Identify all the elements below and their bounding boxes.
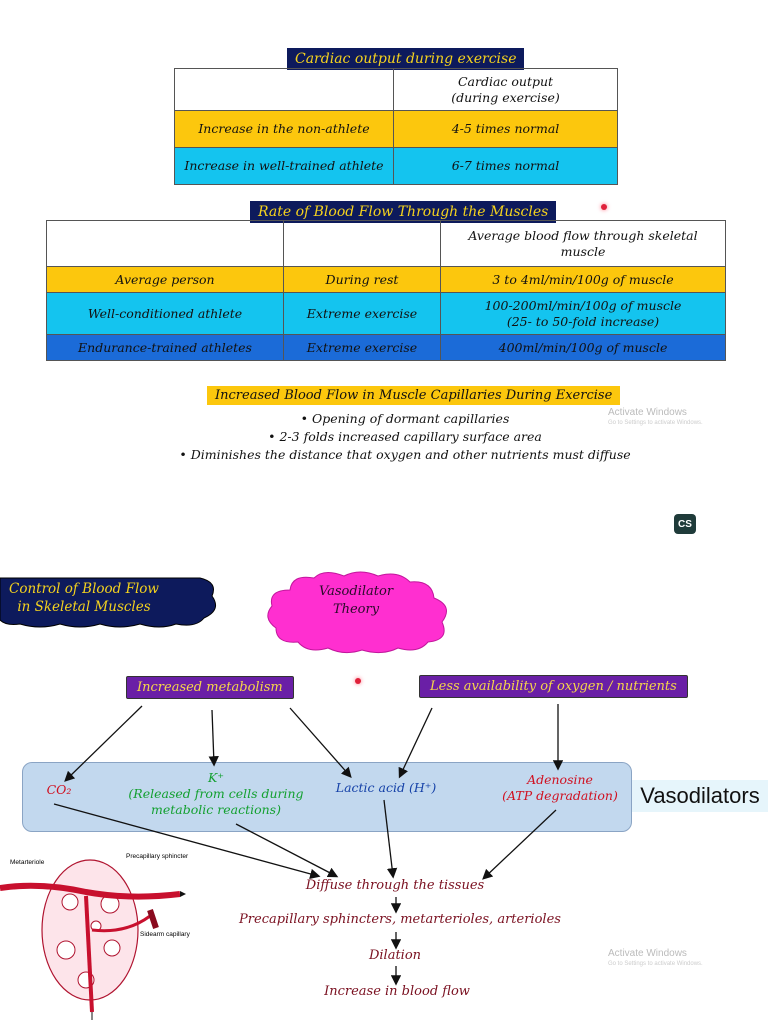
table-row: Endurance-trained athletes Extreme exerc… (46, 334, 726, 361)
sphincter-ring (147, 909, 159, 929)
sidearm-capillary-vessel (91, 914, 151, 933)
pink-cloud-shape (267, 571, 447, 654)
table2-who: Well-conditioned athlete (46, 292, 284, 335)
list-item: • 2-3 folds increased capillary surface … (268, 429, 542, 444)
less-oxygen-box: Less availability of oxygen / nutrients (419, 675, 688, 698)
table1-header-line2: (during exercise) (451, 89, 560, 105)
table2-header: Average blood flow through skeletal musc… (440, 220, 726, 267)
bullet-text: Diminishes the distance that oxygen and … (190, 447, 631, 462)
table1-row-value: 4-5 times normal (393, 110, 618, 148)
arrow-lactic-diffuse (383, 799, 398, 879)
sidearm-label: Sidearm capillary (140, 931, 191, 938)
table2-value-line1: 100-200ml/min/100g of muscle (484, 297, 682, 313)
blood-flow-table: Average blood flow through skeletal musc… (46, 220, 726, 361)
arrow-metabolism-k (208, 709, 219, 767)
capillary-vessel (84, 895, 94, 1013)
vasodilators-band (22, 762, 632, 832)
capillary-bed-illustration: Metarteriole Precapillary sphincter Side… (0, 853, 191, 1020)
table-row: Increase in the non-athlete 4-5 times no… (174, 110, 618, 148)
capillaries-bullet-list: • Opening of dormant capillaries • 2-3 f… (140, 410, 670, 464)
table2-when: Extreme exercise (283, 292, 441, 335)
k-line3: metabolic reactions) (151, 802, 281, 817)
table2-who: Average person (46, 266, 284, 293)
arrow-oxygen-lactic (398, 707, 433, 779)
cloud-pink-line1: Vasodilator (318, 584, 394, 599)
adenosine-line2: (ATP degradation) (502, 788, 618, 803)
table-row: Well-conditioned athlete Extreme exercis… (46, 292, 726, 335)
bullet-text: 2-3 folds increased capillary surface ar… (279, 429, 542, 444)
table1-header-line1: Cardiac output (457, 73, 554, 89)
control-blood-flow-title: Control of Blood Flow in Skeletal Muscle… (4, 580, 164, 616)
watermark-line2: Go to Settings to activate Windows. (608, 961, 703, 967)
watermark-line2: Go to Settings to activate Windows. (608, 420, 703, 426)
table-row: Average person During rest 3 to 4ml/min/… (46, 266, 726, 293)
k-line1: K⁺ (208, 770, 224, 785)
cloud-dark-line1: Control of Blood Flow (9, 581, 159, 597)
list-item: • Diminishes the distance that oxygen an… (179, 447, 631, 462)
watermark-line1: Activate Windows (608, 407, 687, 418)
adenosine-label: Adenosine (ATP degradation) (496, 772, 624, 804)
increase-blood-flow-step: Increase in blood flow (324, 984, 470, 999)
camscanner-badge: CS (674, 514, 696, 534)
k-line2: (Released from cells during (128, 786, 304, 801)
cardiac-output-table: Cardiac output (during exercise) Increas… (174, 68, 618, 185)
table1-row-label: Increase in the non-athlete (174, 110, 394, 148)
table1-title: Cardiac output during exercise (287, 48, 525, 70)
table1-header: Cardiac output (during exercise) (393, 68, 618, 111)
arrow-co2-diffuse (53, 803, 321, 879)
metarteriole-label: Metarteriole (10, 859, 45, 866)
increased-metabolism-box: Increased metabolism (126, 676, 294, 699)
activate-windows-watermark-2: Activate Windows Go to Settings to activ… (608, 948, 703, 970)
dark-cloud-shape (0, 577, 217, 628)
sphincter-label: Precapillary sphincter (126, 853, 189, 860)
pointer-dot (355, 678, 361, 684)
pointer-dot (601, 204, 607, 210)
table-row: Increase in well-trained athlete 6-7 tim… (174, 147, 618, 185)
table2-value: 3 to 4ml/min/100g of muscle (440, 266, 726, 293)
table1-row-value: 6-7 times normal (393, 147, 618, 185)
cloud-pink-line2: Theory (332, 602, 380, 617)
arrow-metabolism-lactic (289, 707, 352, 778)
activate-windows-watermark: Activate Windows Go to Settings to activ… (608, 407, 703, 429)
lactic-acid-label: Lactic acid (H⁺) (335, 780, 437, 795)
diffuse-step: Diffuse through the tissues (305, 878, 485, 893)
table2-when: Extreme exercise (283, 334, 441, 361)
cloud-dark-line2: in Skeletal Muscles (17, 599, 151, 615)
table2-who: Endurance-trained athletes (46, 334, 284, 361)
bullet-text: Opening of dormant capillaries (311, 411, 510, 426)
list-item: • Opening of dormant capillaries (300, 411, 510, 426)
table2-value: 100-200ml/min/100g of muscle (25- to 50-… (440, 292, 726, 335)
table2-title: Rate of Blood Flow Through the Muscles (250, 201, 557, 223)
metarteriole-vessel (0, 882, 181, 900)
vasodilators-label: Vasodilators (632, 780, 768, 812)
table2-value-line2: (25- to 50-fold increase) (506, 313, 660, 329)
dilation-step: Dilation (368, 948, 422, 963)
arrow-metabolism-co2 (64, 705, 143, 782)
table1-row-label: Increase in well-trained athlete (174, 147, 394, 185)
vasodilator-theory-label: Vasodilator Theory (292, 583, 420, 619)
table2-value: 400ml/min/100g of muscle (440, 334, 726, 361)
arrow-k-diffuse (235, 823, 339, 878)
sphincters-step: Precapillary sphincters, metarterioles, … (239, 912, 561, 927)
co2-label: CO₂ (46, 782, 72, 797)
watermark-line1: Activate Windows (608, 948, 687, 959)
capillaries-title: Increased Blood Flow in Muscle Capillari… (207, 386, 621, 405)
potassium-label: K⁺ (Released from cells during metabolic… (124, 770, 308, 818)
adenosine-line1: Adenosine (527, 772, 593, 787)
arrow-adenosine-diffuse (482, 809, 557, 880)
